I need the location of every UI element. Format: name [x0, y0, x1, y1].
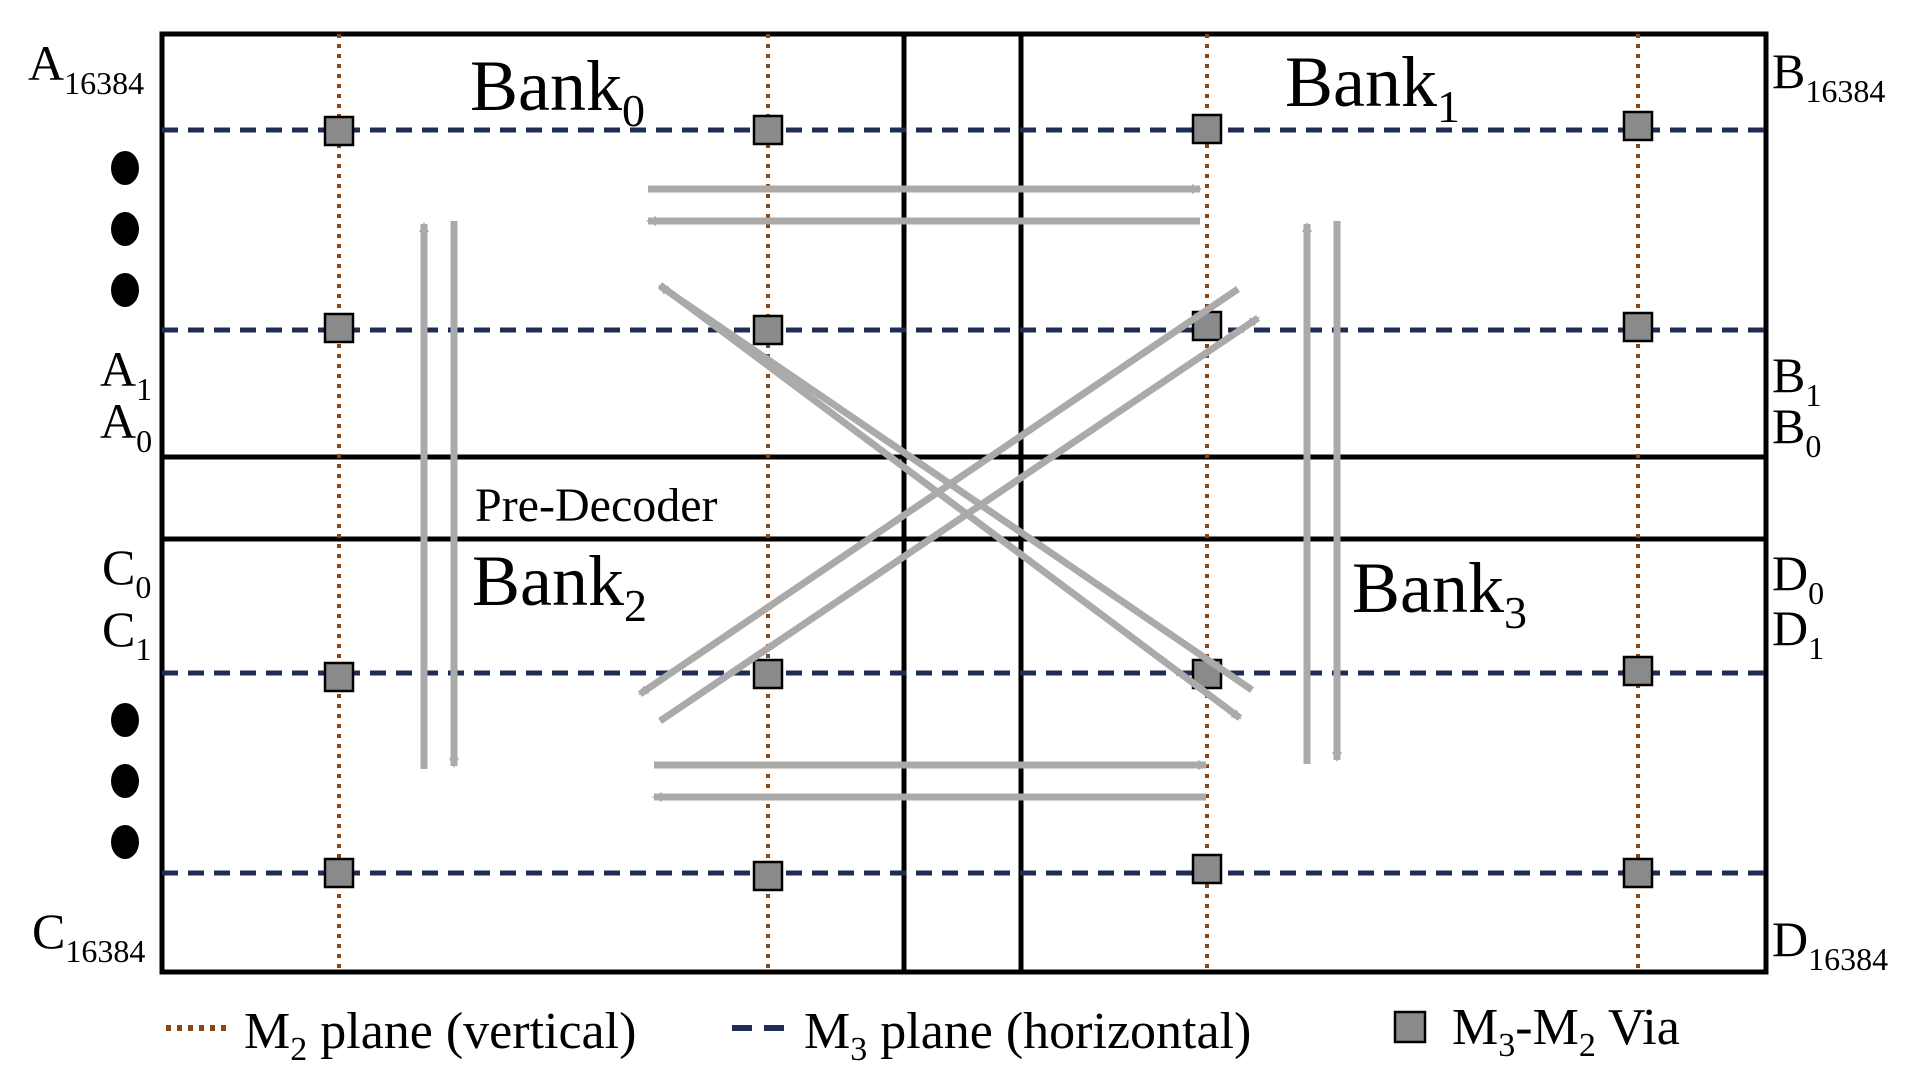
arrow-group	[419, 184, 1342, 802]
ellipsis-dots	[111, 151, 139, 859]
arrow-diag-bank0-to-bank3	[657, 282, 1243, 721]
bank0-label: Bank0	[470, 46, 645, 136]
label-b-top: B16384	[1772, 43, 1885, 109]
ellipsis-dot	[111, 764, 139, 798]
m3-horizontal-lines	[162, 127, 1766, 876]
legend-m3-label: M3 plane (horizontal)	[804, 1003, 1251, 1068]
label-b1: B1	[1772, 347, 1821, 413]
legend-via-label: M3-M2 Via	[1452, 999, 1680, 1064]
via-square	[1622, 311, 1654, 343]
label-d0: D0	[1772, 545, 1824, 611]
via-square	[323, 857, 355, 889]
ellipsis-dot	[111, 212, 139, 246]
legend-m2-label: M2 plane (vertical)	[244, 1003, 636, 1068]
arrow-diag-bank3-to-bank0	[658, 283, 1254, 693]
via-square	[752, 114, 784, 146]
via-square	[1622, 857, 1654, 889]
arrow-diag-bank2-to-bank1	[658, 315, 1260, 724]
label-a-top: A16384	[28, 35, 144, 101]
outer-frame	[159, 31, 1769, 975]
ellipsis-dot	[111, 151, 139, 185]
label-c-bot: C16384	[32, 903, 145, 969]
via-square	[1622, 110, 1654, 142]
label-c0: C0	[102, 539, 151, 605]
via-square	[1191, 853, 1223, 885]
via-square	[752, 314, 784, 346]
ellipsis-dot	[111, 273, 139, 307]
predecoder-label: Pre-Decoder	[475, 479, 718, 532]
via-square	[1622, 655, 1654, 687]
bank1-label: Bank1	[1285, 42, 1460, 132]
via-square	[1191, 113, 1223, 145]
via-square	[752, 860, 784, 892]
label-d-bot: D16384	[1772, 911, 1888, 977]
via-square	[323, 312, 355, 344]
label-c1: C1	[102, 601, 151, 667]
arrow-diag-bank1-to-bank2	[638, 286, 1240, 697]
legend-via-swatch	[1393, 1010, 1427, 1044]
label-a0: A0	[100, 393, 152, 459]
legend: M2 plane (vertical) M3 plane (horizontal…	[166, 999, 1680, 1068]
ellipsis-dot	[111, 703, 139, 737]
label-a1: A1	[100, 341, 152, 407]
bank2-label: Bank2	[472, 541, 647, 631]
via-square	[323, 661, 355, 693]
via-square	[752, 658, 784, 690]
m2-vertical-lines	[337, 34, 1640, 972]
label-d1: D1	[1772, 600, 1824, 666]
via-square	[323, 115, 355, 147]
bank3-label: Bank3	[1352, 548, 1527, 638]
label-b0: B0	[1772, 398, 1821, 464]
ellipsis-dot	[111, 825, 139, 859]
